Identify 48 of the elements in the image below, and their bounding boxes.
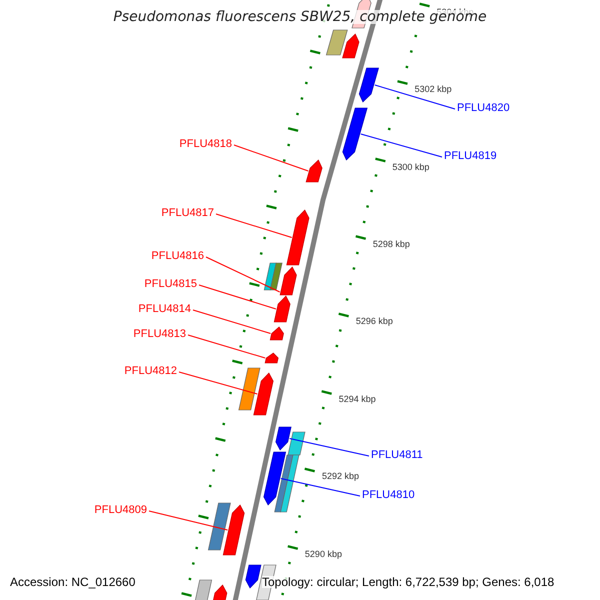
gene-label: PFLU4813 [133,329,186,340]
leader-line [374,84,456,110]
gene-block [342,108,368,160]
accession-text: Accession: NC_012660 [10,576,136,588]
gene-block [274,296,290,322]
gene-label: PFLU4819 [444,151,497,162]
gene-label: PFLU4816 [151,251,204,262]
gene-block [245,564,262,588]
scale-label: 5292 kbp [322,472,359,481]
gene-block [222,504,245,556]
leader-line [148,510,228,530]
gene-label: PFLU4818 [179,139,232,150]
leader-line [280,478,360,496]
leader-line [360,134,442,158]
gene-block [280,266,297,296]
scale-label: 5294 kbp [338,395,376,404]
gene-block [275,426,292,450]
scale-label: 5302 kbp [414,85,452,94]
gene-label: PFLU4820 [457,103,510,114]
genome-info-text: Topology: circular; Length: 6,722,539 bp; Genes: 6,018 [262,576,554,588]
gene-label: PFLU4815 [144,279,197,290]
scale-label: 5298 kbp [372,240,410,249]
scale-label: 5296 kbp [356,317,393,326]
gene-label: PFLU4811 [371,450,423,461]
scale-label: 5300 kbp [392,163,430,172]
leader-line [289,438,370,456]
scale-label: 5290 kbp [304,550,342,559]
leader-line [206,256,280,292]
leader-line [188,334,266,358]
gene-block [286,210,310,266]
gene-label: PFLU4814 [138,304,191,315]
gene-block [342,34,360,58]
gene-block [264,352,279,364]
gene-label: PFLU4809 [94,505,147,516]
leader-line [192,310,272,334]
leader-line [178,372,258,394]
gene-block [253,372,274,416]
gene-block [263,452,286,506]
gene-block [358,68,379,102]
gene-label: PFLU4817 [161,208,214,219]
gene-block [306,160,322,182]
leader-line [216,214,292,238]
leader-line [234,144,309,172]
gene-block [270,326,284,340]
leader-line [198,284,276,310]
gene-label: PFLU4812 [124,366,177,377]
gene-label: PFLU4810 [362,490,415,501]
gene-block [210,584,228,600]
